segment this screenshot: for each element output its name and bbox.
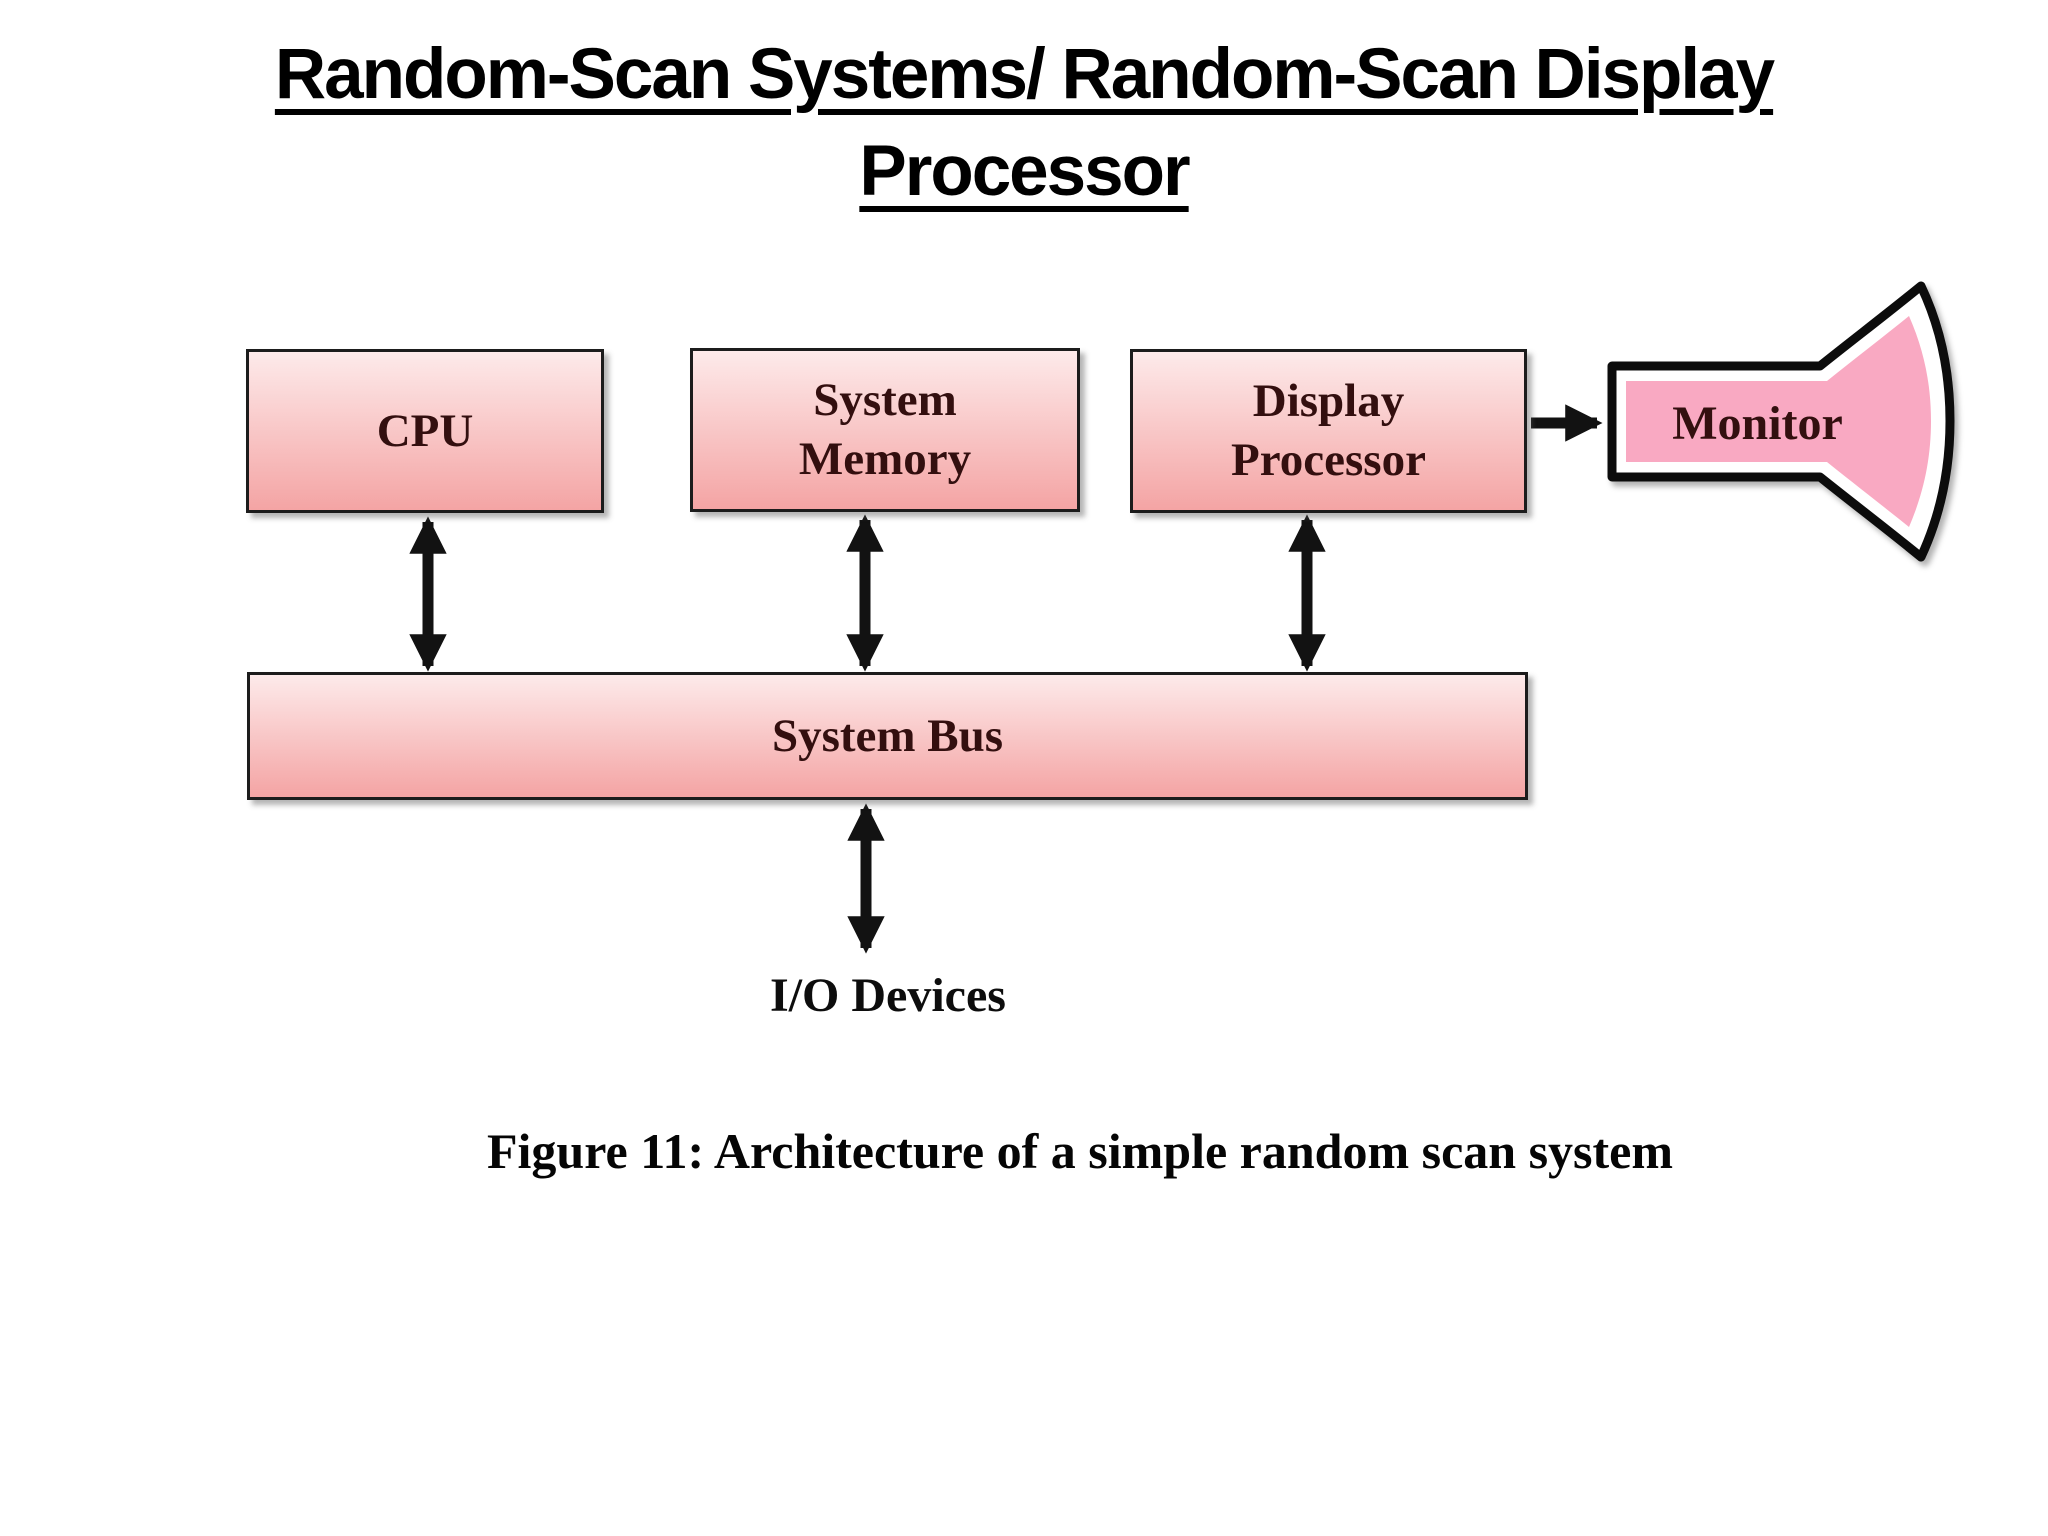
page-title: Random-Scan Systems/ Random-Scan Display…	[0, 26, 2048, 220]
monitor-crt-shape	[1607, 281, 1955, 562]
system-memory-box: System Memory	[690, 348, 1080, 512]
display-processor-label: Display Processor	[1231, 375, 1426, 486]
system-memory-label: System Memory	[798, 374, 972, 485]
display-processor-box: Display Processor	[1130, 349, 1527, 513]
system-bus-box: System Bus	[247, 672, 1528, 800]
bus-connector-arrows	[409, 404, 1603, 954]
page-title-line1: Random-Scan Systems/ Random-Scan Display	[274, 35, 1775, 114]
cpu-box: CPU	[246, 349, 604, 513]
io-devices-label: I/O Devices	[770, 969, 1006, 1022]
page-title-line2: Processor	[859, 132, 1190, 211]
cpu-label: CPU	[376, 404, 474, 457]
monitor-screen-fill	[1626, 316, 1931, 527]
monitor-label: Monitor	[1672, 396, 1843, 450]
figure-caption: Figure 11: Architecture of a simple rand…	[487, 1123, 1673, 1179]
system-bus-label: System Bus	[771, 709, 1004, 762]
